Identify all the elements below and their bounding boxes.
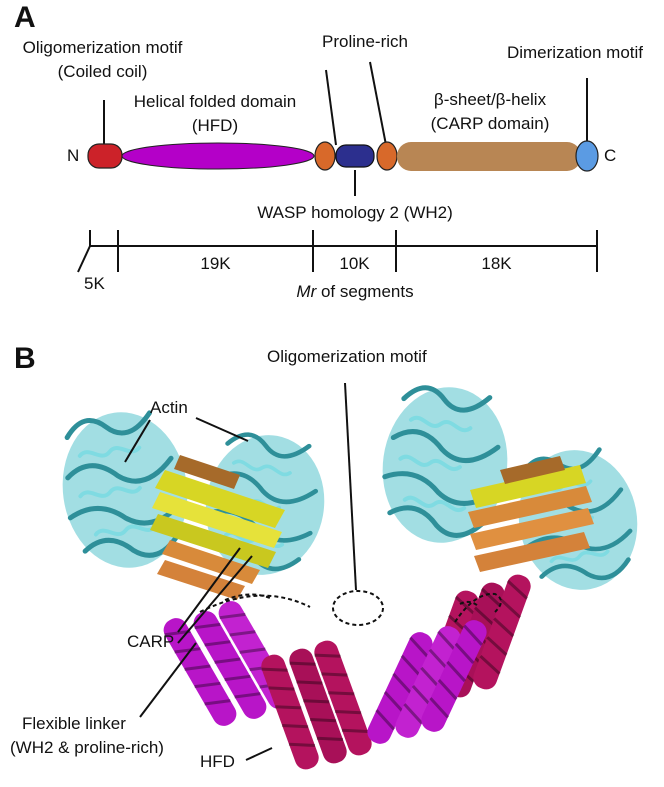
linker-right-small xyxy=(459,600,479,607)
hfd-abbrev-label: (HFD) xyxy=(191,116,239,135)
actin-label: Actin xyxy=(150,398,188,417)
hfd-domain xyxy=(121,142,315,170)
carp-domain-label: (CARP domain) xyxy=(430,114,550,133)
panel-b-letter: B xyxy=(14,342,36,375)
coiled-coil-domain xyxy=(87,143,123,169)
flexible-linker-label: Flexible linker xyxy=(22,714,126,733)
hfd-pointer xyxy=(245,747,273,761)
carp-pointer-1 xyxy=(177,547,241,633)
n-terminus-label: N xyxy=(67,146,80,165)
actin-pointer-left xyxy=(124,419,151,463)
linker-left-lower xyxy=(224,593,271,601)
actin-pointer-right xyxy=(195,417,249,442)
mr-symbol: Mr xyxy=(296,282,317,301)
carp-label: CARP xyxy=(127,632,175,651)
oligomerization-pointer xyxy=(344,382,357,591)
dimerization-domain xyxy=(575,140,599,172)
hfd-b-label: HFD xyxy=(200,752,235,771)
mr-caption-text: of segments xyxy=(316,282,414,301)
segment-5k-label: 5K xyxy=(84,274,105,293)
panel-a-letter: A xyxy=(14,1,36,34)
proline-rich-domain-2 xyxy=(376,141,398,171)
mr-caption: Mr of segments xyxy=(230,282,480,302)
oligomerization-motif-label: Oligomerization motif xyxy=(22,38,183,57)
hfd-title-label: Helical folded domain xyxy=(133,92,297,111)
proline-rich-label: Proline-rich xyxy=(322,32,408,51)
carp-domain xyxy=(397,142,581,171)
domain-architecture xyxy=(87,61,599,196)
segment-19k-label: 19K xyxy=(200,254,231,273)
oligomerization-motif-b-label: Oligomerization motif xyxy=(267,347,427,366)
proline-rich-leader-right xyxy=(369,61,387,146)
linker-detail-label: (WH2 & proline-rich) xyxy=(10,738,164,757)
linker-right xyxy=(454,592,502,623)
segment-10k-label: 10K xyxy=(339,254,370,273)
wh2-label: WASP homology 2 (WH2) xyxy=(257,203,453,222)
linker-pointer xyxy=(139,642,197,718)
hfd-helices-right xyxy=(362,570,536,749)
oligomerization-ring xyxy=(332,590,384,626)
structure-right xyxy=(362,379,648,749)
carp-sheet-right xyxy=(468,456,594,572)
coiled-coil-label: (Coiled coil) xyxy=(57,62,148,81)
panel-b-annotations xyxy=(124,382,502,761)
carp-pointer-2 xyxy=(177,555,253,644)
wh2-domain xyxy=(335,144,375,168)
c-terminus-label: C xyxy=(604,146,617,165)
proline-rich-leader-left xyxy=(325,69,337,146)
proline-rich-domain-1 xyxy=(314,141,336,171)
hfd-helices-left xyxy=(158,595,377,774)
mr-scale-bar xyxy=(77,230,598,273)
segment-18k-label: 18K xyxy=(481,254,512,273)
dimerization-motif-label: Dimerization motif xyxy=(506,43,644,62)
beta-sheet-label: β-sheet/β-helix xyxy=(433,90,547,109)
